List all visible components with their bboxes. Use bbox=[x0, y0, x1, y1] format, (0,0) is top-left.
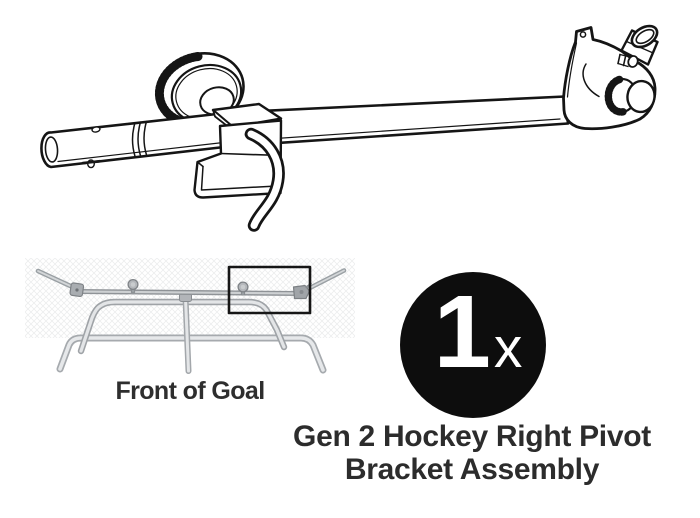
center-post bbox=[182, 295, 192, 374]
goal-lower-frame bbox=[56, 334, 327, 374]
pivot-tube bbox=[40, 95, 570, 169]
right-support-arm bbox=[292, 268, 347, 300]
push-button-detent bbox=[91, 126, 101, 133]
goal-top-frame bbox=[77, 298, 288, 355]
tube-open-end bbox=[44, 136, 59, 163]
bungee-cord bbox=[244, 127, 285, 232]
quantity-multiplier: x bbox=[493, 316, 523, 380]
bar-knob-left bbox=[127, 278, 139, 293]
mount-hole bbox=[579, 31, 587, 38]
inset-caption: Front of Goal bbox=[115, 377, 265, 405]
part-name-line1: Gen 2 Hockey Right Pivot bbox=[293, 420, 651, 453]
pivot-bracket-assembly-drawing bbox=[40, 24, 659, 232]
left-support-arm bbox=[35, 268, 85, 298]
part-name-line2: Bracket Assembly bbox=[344, 453, 600, 486]
quantity-count: 1 bbox=[433, 274, 491, 389]
bar-knob-right bbox=[237, 281, 249, 296]
knob-knurl-texture bbox=[604, 75, 629, 116]
goal-location-inset bbox=[25, 258, 355, 374]
highlight-box bbox=[227, 265, 312, 315]
pivot-pin bbox=[617, 53, 627, 67]
quantity-badge: 1 x bbox=[400, 272, 546, 418]
part-name-caption: Gen 2 Hockey Right Pivot Bracket Assembl… bbox=[272, 420, 672, 486]
net-support-bar bbox=[76, 289, 304, 296]
tube-collar bbox=[131, 122, 136, 158]
pivot-bracket-head bbox=[562, 24, 659, 131]
